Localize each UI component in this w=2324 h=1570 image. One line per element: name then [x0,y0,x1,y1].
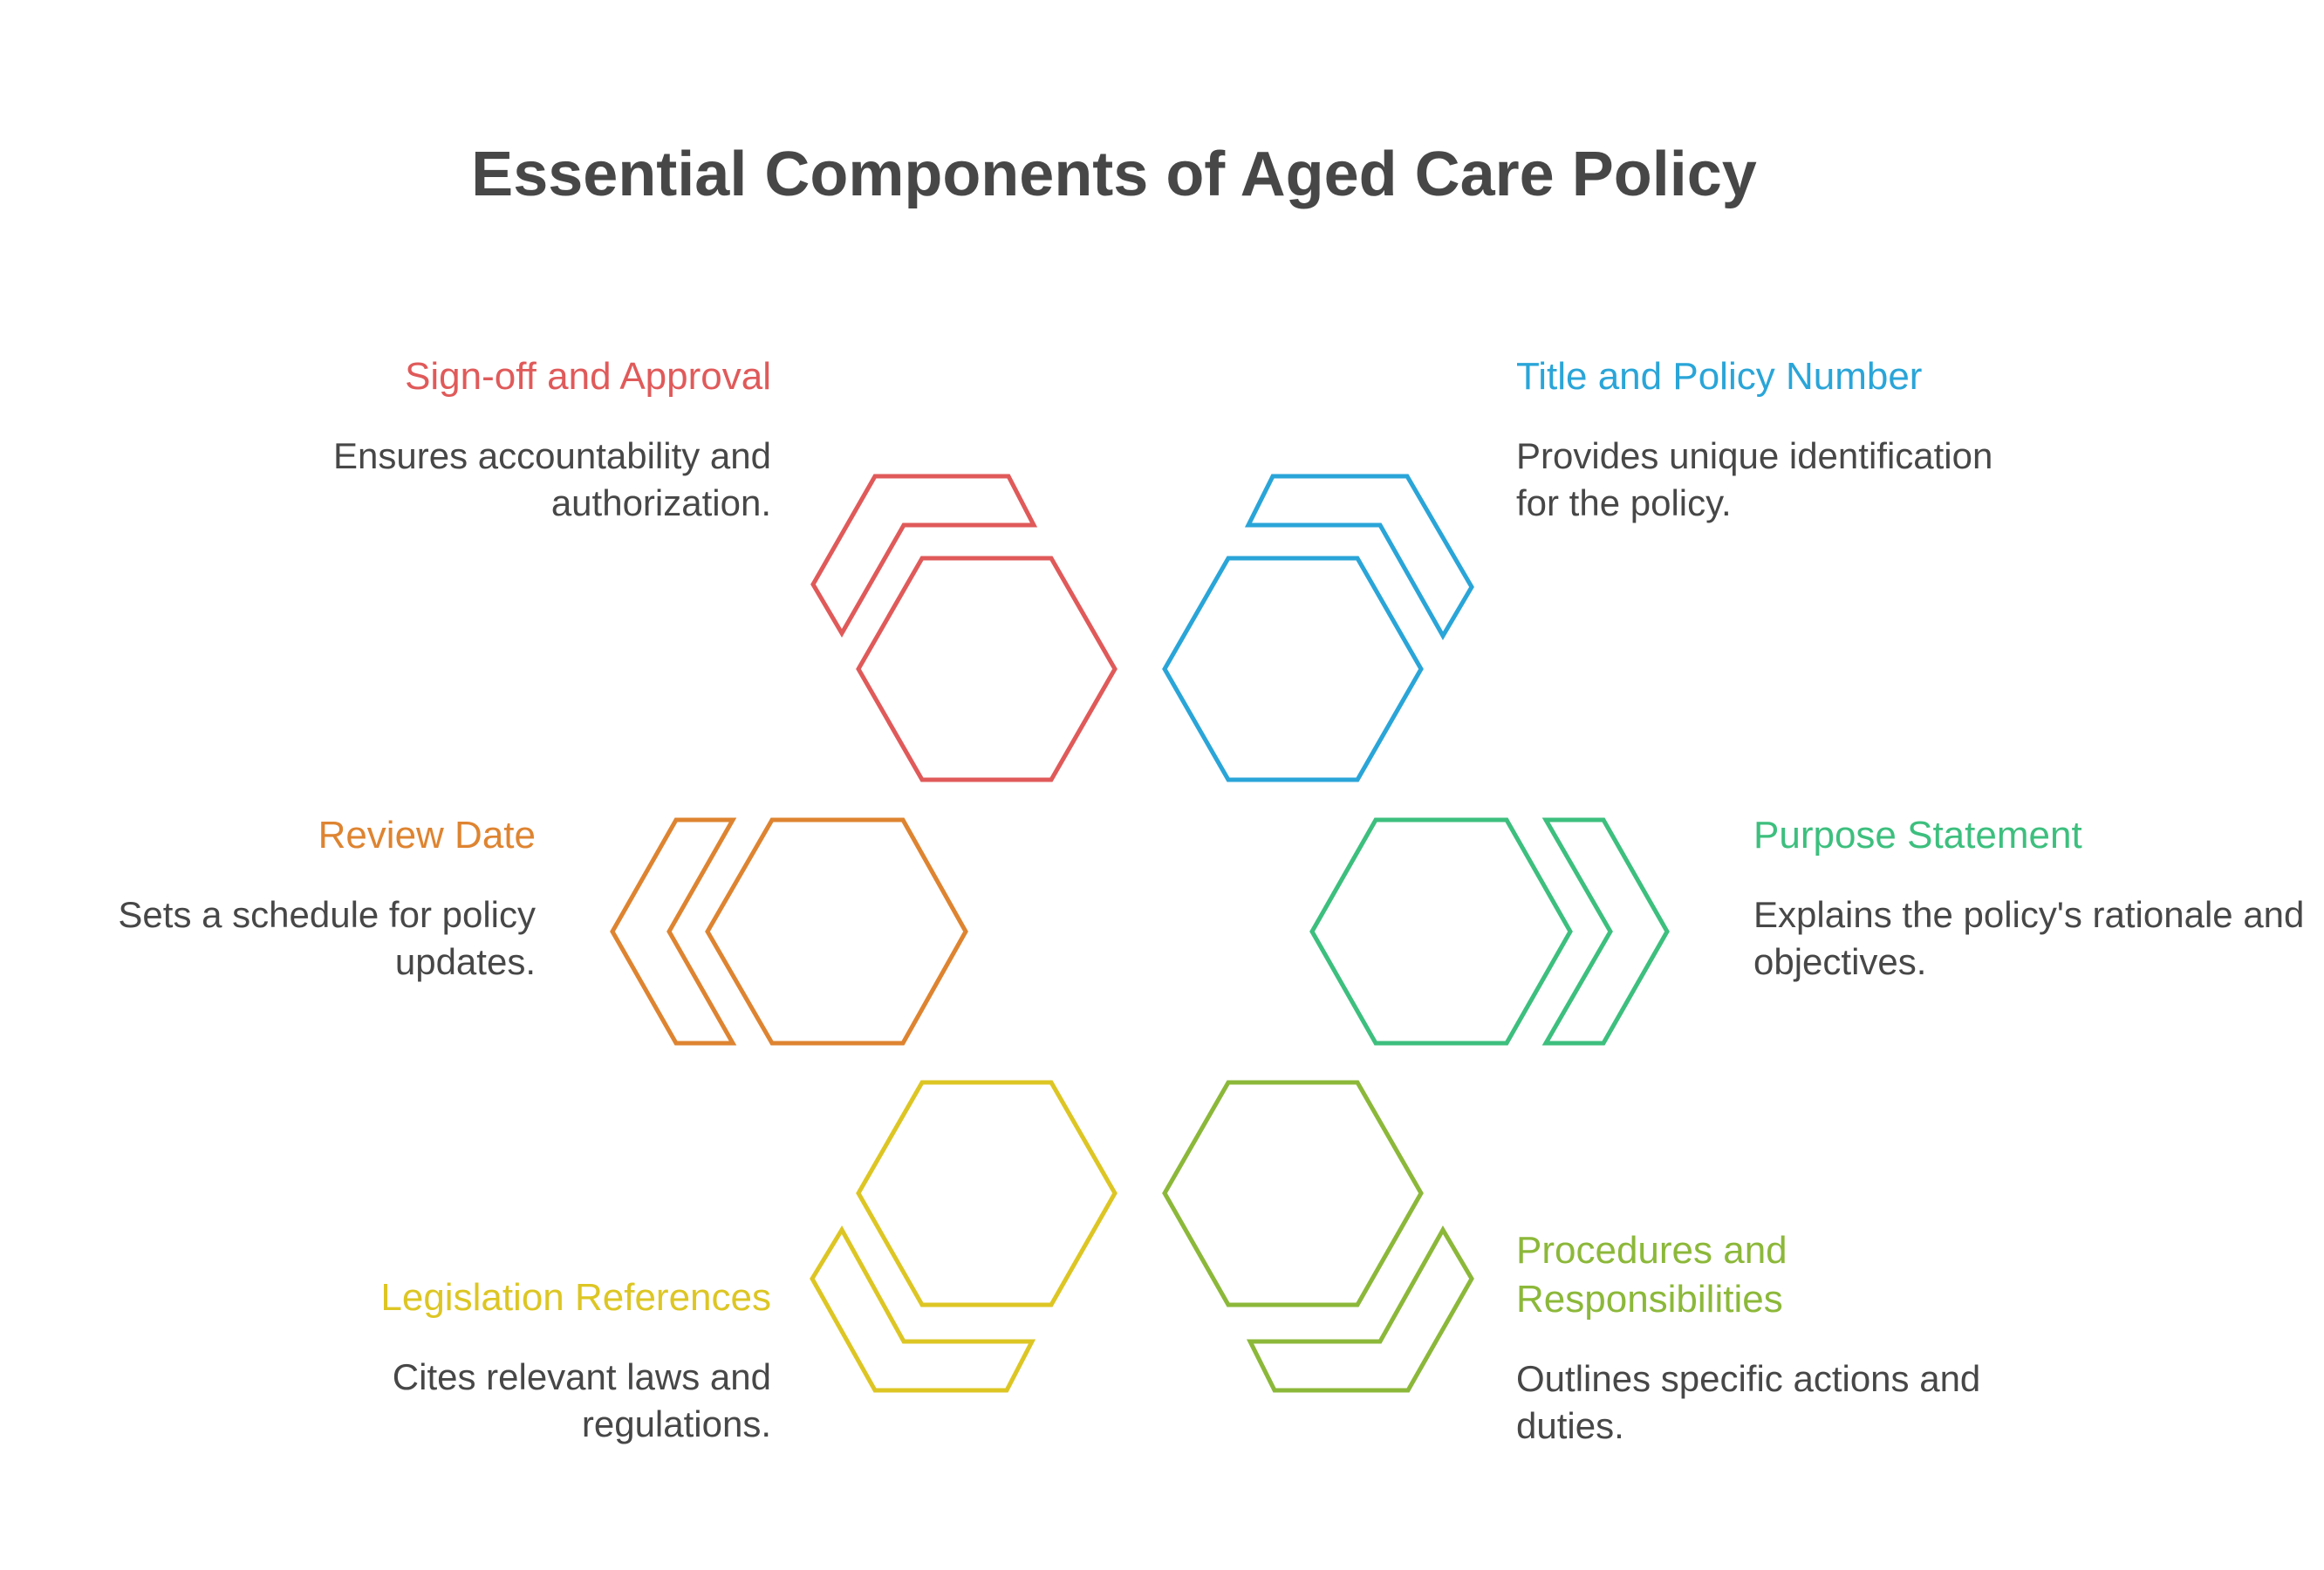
label-review-date: Review Date Sets a schedule for policy u… [0,811,536,986]
hexagon-procedures-and-responsibilities-body [1162,1080,1424,1307]
label-procedures-and-responsibilities: Procedures and Responsibilities Outlines… [1516,1226,2144,1450]
description-title-and-policy-number: Provides unique identification for the p… [1516,435,1993,523]
hexagon-title-and-policy-number-body [1162,556,1424,782]
description-review-date: Sets a schedule for policy updates. [118,894,536,982]
description-legislation-references: Cites relevant laws and regulations. [392,1356,771,1444]
chevron-title-and-policy-number [1244,474,1474,640]
hexagon-purpose-statement [1309,817,1670,1046]
chevron-purpose-statement [1541,817,1670,1046]
hexagon-review-date-body [705,817,968,1046]
description-procedures-and-responsibilities: Outlines specific actions and duties. [1516,1358,1981,1446]
label-purpose-statement: Purpose Statement Explains the policy's … [1753,811,2312,986]
label-legislation-references: Legislation References Cites relevant la… [143,1273,771,1448]
chevron-legislation-references [810,1225,1036,1393]
heading-review-date: Review Date [318,814,536,857]
hexagon-legislation-references-body [856,1080,1118,1307]
hexagon-legislation-references [810,1080,1118,1393]
heading-legislation-references: Legislation References [380,1276,771,1319]
heading-sign-off-and-approval: Sign-off and Approval [405,355,771,398]
hexagon-title-and-policy-number [1162,474,1474,782]
hexagon-sign-off-and-approval-body [856,556,1118,782]
heading-procedures-and-responsibilities: Procedures and Responsibilities [1516,1229,1787,1321]
chevron-procedures-and-responsibilities [1246,1225,1474,1393]
hexagon-sign-off-and-approval [810,474,1118,782]
description-purpose-statement: Explains the policy's rationale and obje… [1753,894,2305,982]
chevron-sign-off-and-approval [810,474,1038,638]
hexagon-purpose-statement-body [1309,817,1573,1046]
chevron-review-date [610,817,737,1046]
diagram-title: Essential Components of Aged Care Policy [471,140,1757,209]
description-sign-off-and-approval: Ensures accountability and authorization… [333,435,771,523]
heading-title-and-policy-number: Title and Policy Number [1516,355,1923,398]
hexagon-procedures-and-responsibilities [1162,1080,1474,1393]
hexagon-review-date [610,817,968,1046]
label-title-and-policy-number: Title and Policy Number Provides unique … [1516,352,2144,527]
label-sign-off-and-approval: Sign-off and Approval Ensures accountabi… [143,352,771,527]
heading-purpose-statement: Purpose Statement [1753,814,2082,857]
